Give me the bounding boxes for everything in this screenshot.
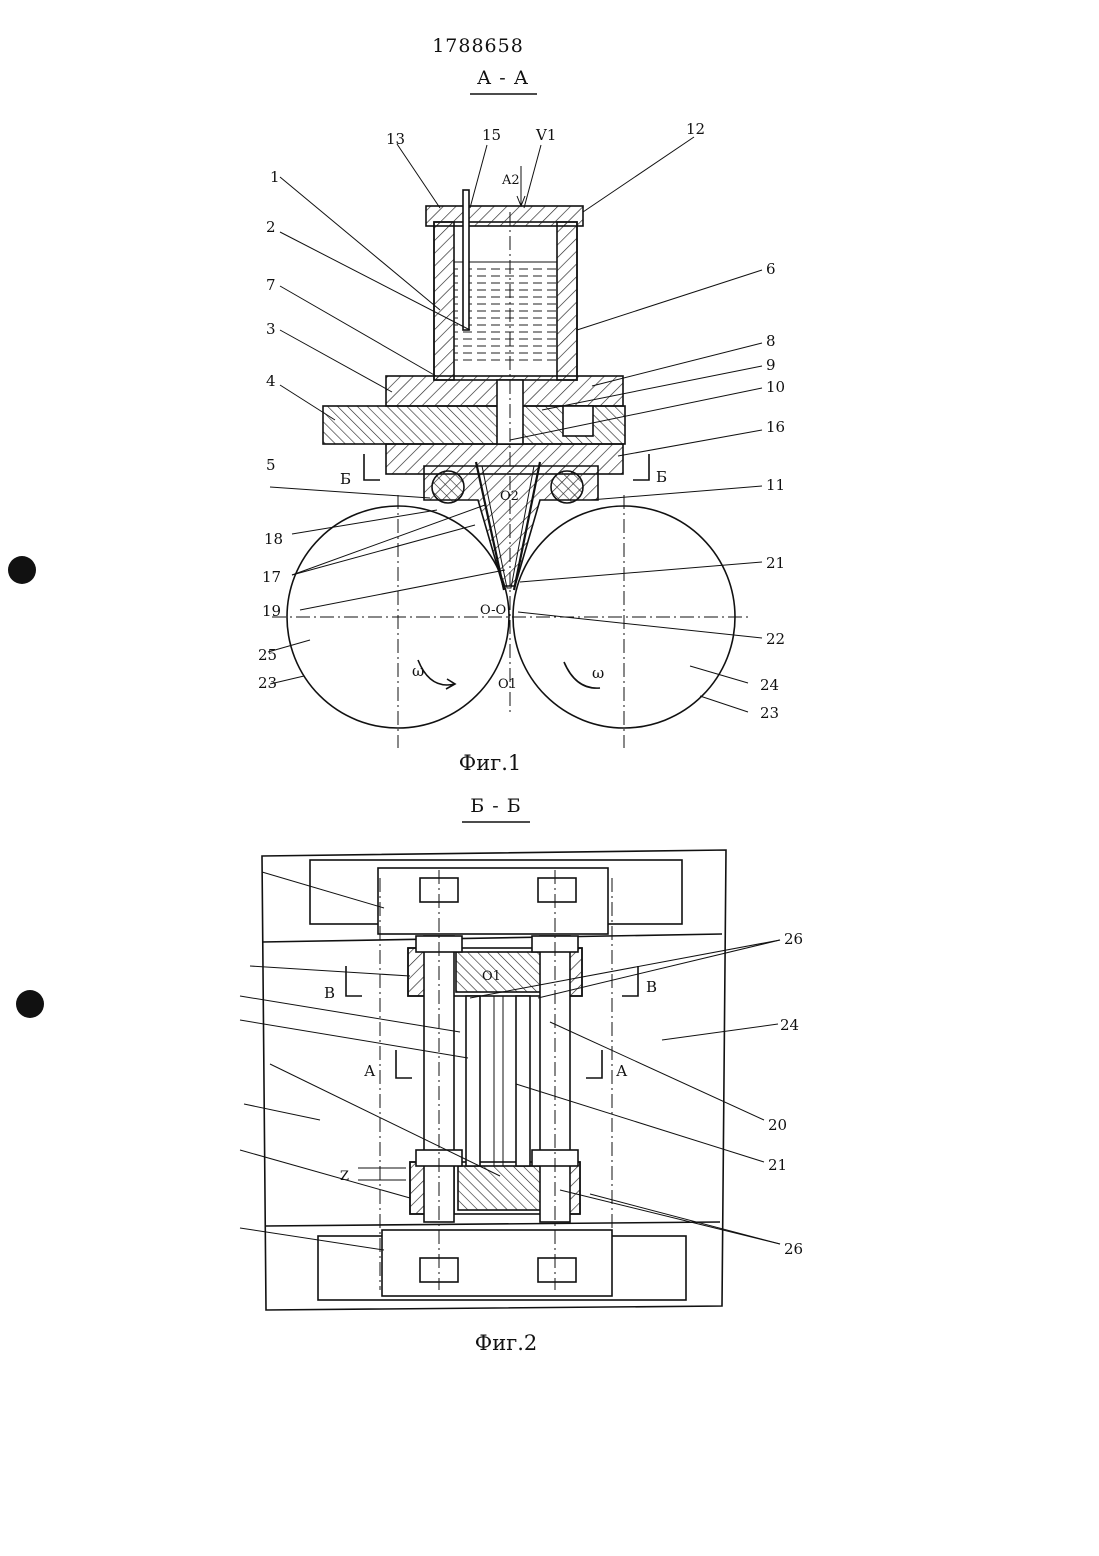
callout-9: 9 [766,356,776,374]
callout-18: 18 [264,530,283,548]
crucible-wall-left [434,222,454,380]
callout-26-bottom: 26 [784,1240,803,1258]
leader-22 [518,612,762,638]
callout-10: 10 [766,378,785,396]
callout-5: 5 [266,456,276,474]
symbol-o2: O2 [500,489,519,504]
cut-v-right [622,966,638,996]
leader-17b [292,525,475,575]
leader-16 [618,430,762,456]
heater-right [551,471,583,503]
symbol-omega-right: ω [592,664,604,682]
callout-25: 25 [258,646,277,664]
callout-24: 24 [760,676,779,694]
callout-4: 4 [266,372,276,390]
punch-hole-upper [8,556,36,584]
leader-v1 [524,145,541,208]
leader-7 [280,286,436,376]
leader-24-f2 [662,1024,778,1040]
callout-24-f2: 24 [780,1016,799,1034]
callout-23-left: 23 [258,674,277,692]
symbol-omega-left: ω [412,662,424,680]
callout-20: 20 [768,1116,787,1134]
fig1-caption: Фиг.1 [459,751,521,775]
crucible-lid [426,206,583,226]
callout-16: 16 [766,418,785,436]
thermocouple [463,190,469,330]
symbol-v-right: В [646,978,657,996]
bolt-head-lr [538,1258,576,1282]
patent-number: 1788658 [432,35,524,57]
callout-2: 2 [266,218,276,236]
symbol-o1: O1 [498,677,517,692]
cut-mark-left [364,454,380,480]
callout-11: 11 [766,476,785,494]
slit-wall-left [466,996,480,1166]
symbol-oo: O-O [480,603,506,618]
callout-21: 21 [766,554,785,572]
cut-label-right: Б [656,468,667,486]
top-plate-line [262,934,722,942]
leader-15 [470,145,487,208]
callout-8: 8 [766,332,776,350]
callout-21-f2: 21 [768,1156,787,1174]
insert-10 [563,406,593,436]
callout-3: 3 [266,320,276,338]
leader-8 [592,343,762,386]
cut-v-left [346,966,362,996]
heater-left [432,471,464,503]
leader-f2-f [244,1104,320,1120]
callout-22: 22 [766,630,785,648]
cut-a-right [586,1050,602,1078]
callout-6: 6 [766,260,776,278]
figure-2: 26 24 20 21 26 В В А А O1 Z Фиг.2 [240,850,803,1355]
symbol-o1-f2: O1 [482,969,501,984]
cut-mark-right [633,454,649,480]
callout-v1: V1 [535,126,556,144]
leader-12 [583,137,694,212]
lower-head-center [458,1166,544,1210]
leader-13 [397,144,440,208]
callout-12: 12 [686,120,705,138]
leader-5 [270,487,430,498]
fig1-section-title: А - А [477,67,529,89]
slit-wall-right [516,996,530,1166]
fig2-caption: Фиг.2 [475,1331,537,1355]
bolt-head-ur [538,878,576,902]
leader-17a [292,505,485,575]
callout-a2: A2 [501,173,520,188]
leader-11 [590,486,762,500]
bottom-clamp [382,1230,612,1296]
callout-7: 7 [266,276,276,294]
callout-23-right: 23 [760,704,779,722]
bottom-plate-line [266,1222,720,1226]
cut-label-left: Б [340,470,351,488]
leader-3 [280,330,392,392]
symbol-v-left: В [324,984,335,1002]
callout-1: 1 [270,168,280,186]
callout-19: 19 [262,602,281,620]
fig2-section-title: Б - Б [470,795,521,817]
symbol-a-right: А [616,1062,628,1080]
leader-f2-b [250,966,410,976]
figure-1: 1 2 7 3 4 5 18 17 19 25 23 13 15 V1 A2 1… [258,120,785,775]
callout-26-top: 26 [784,930,803,948]
symbol-a-left: А [364,1062,376,1080]
leader-1 [280,177,440,310]
leader-4 [280,385,335,420]
cut-a-left [396,1050,412,1078]
leader-23-right [700,696,748,712]
punch-hole-lower [16,990,44,1018]
callout-17: 17 [262,568,281,586]
leader-19 [300,570,505,610]
symbol-z: Z [340,1169,349,1184]
crucible-wall-right [557,222,577,380]
callout-13: 13 [386,130,405,148]
leader-24 [690,666,748,683]
callout-15: 15 [482,126,501,144]
leader-6 [577,270,762,330]
